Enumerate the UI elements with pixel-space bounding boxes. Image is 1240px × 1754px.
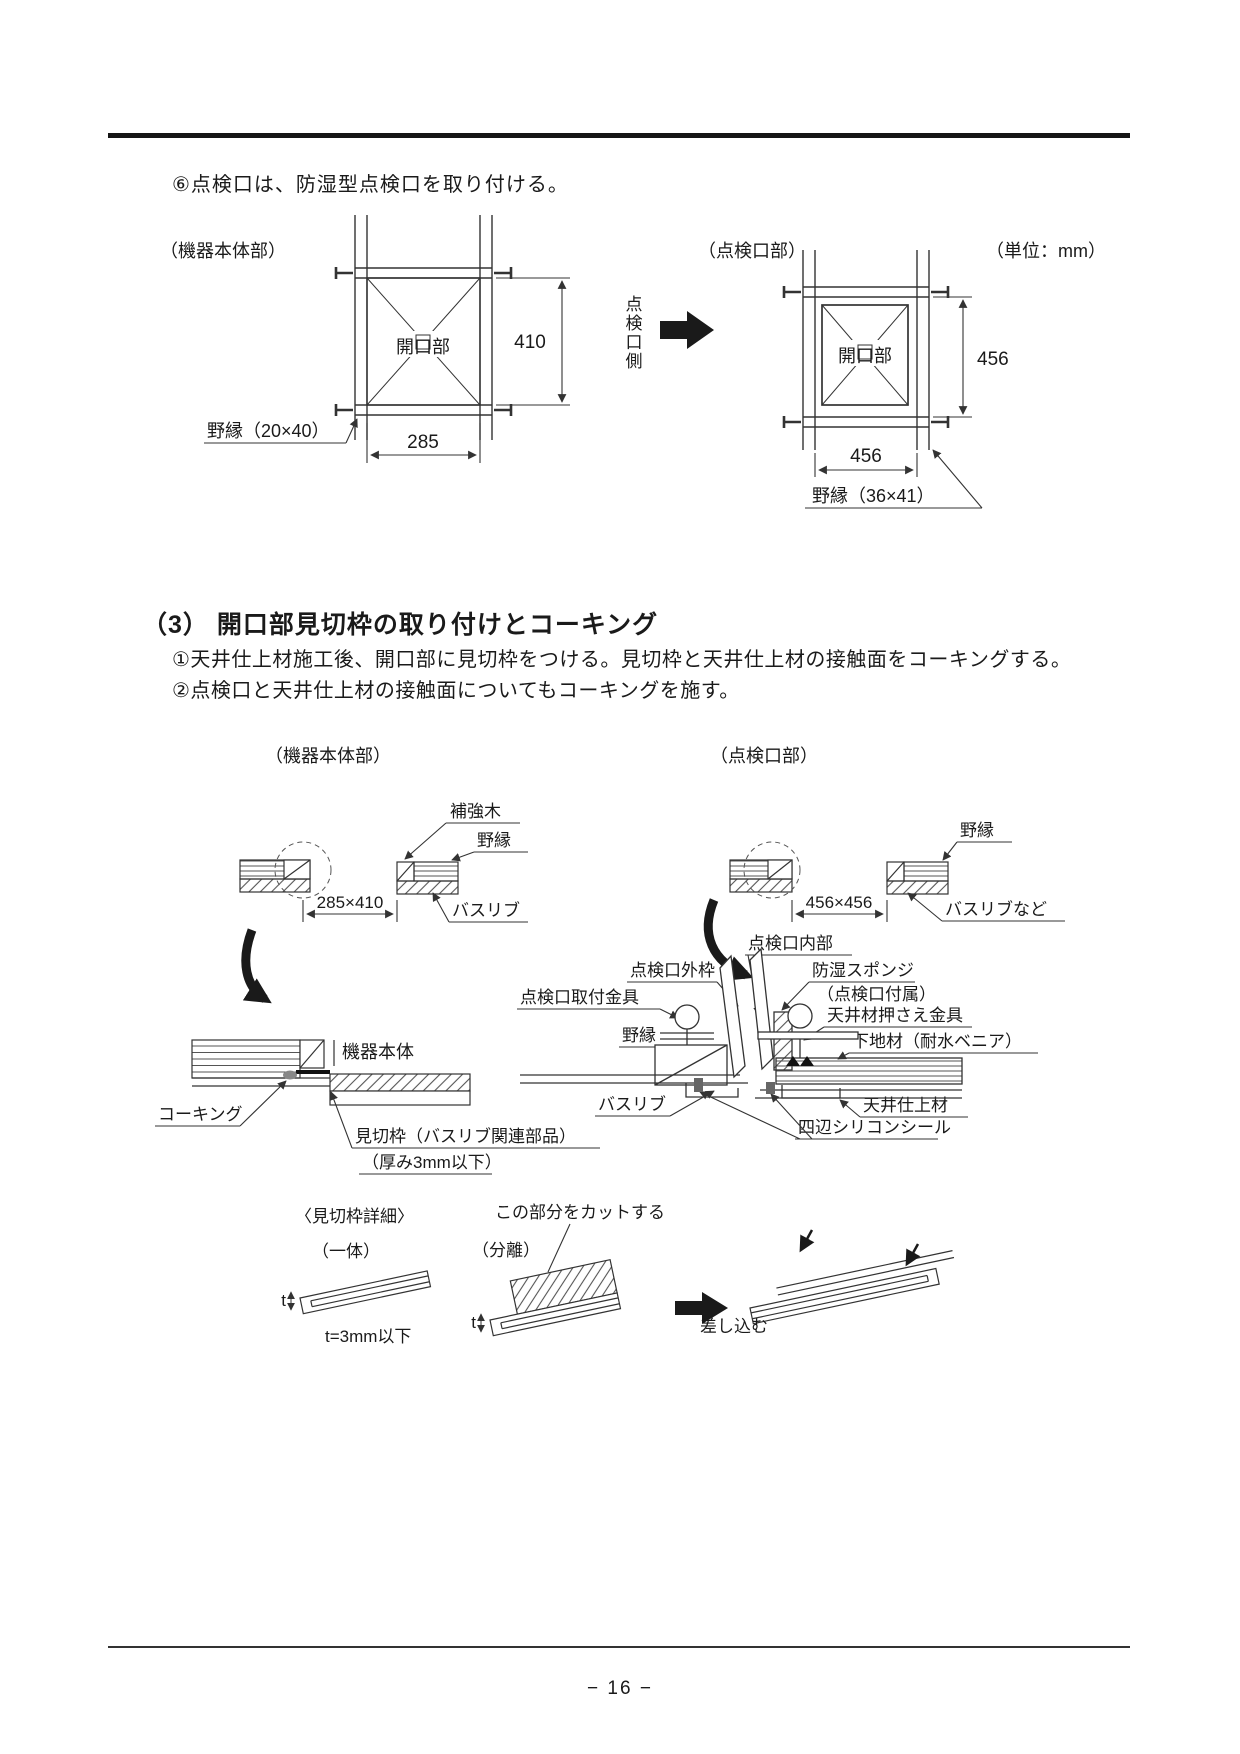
ceiling-finish-label: 天井仕上材 xyxy=(863,1096,948,1115)
machine-height-dim: 410 xyxy=(514,332,546,353)
machine-opening-dim: 285×410 xyxy=(317,893,384,912)
step-2: ②点検口と天井仕上材の接触面についてもコーキングを施す。 xyxy=(172,680,740,702)
reinforcement-label: 補強木 xyxy=(450,802,501,821)
insert-arrow-2 xyxy=(905,1243,921,1267)
port-right-block xyxy=(886,861,949,895)
section-title: 開口部見切枠の取り付けとコーキング xyxy=(216,611,659,639)
port-opening-rect xyxy=(821,304,909,406)
curved-arrow-right xyxy=(703,898,754,981)
machine-frame-drawing xyxy=(334,215,513,440)
port-opening-center-square xyxy=(857,344,873,360)
holder-bracket-label: 天井材押さえ金具 xyxy=(827,1006,963,1025)
sponge-label-line1: 防湿スポンジ xyxy=(812,961,914,980)
separated-profile-drawing xyxy=(489,1259,622,1337)
unit-note: （単位：mm） xyxy=(986,241,1106,261)
separated-label: （分離） xyxy=(472,1241,540,1260)
caulking-installation-diagram: （機器本体部） （点検口部） 補強木 野縁 xyxy=(155,746,1065,1346)
port-leader-lines xyxy=(517,954,1038,1140)
machine-frame-ticks xyxy=(334,267,513,416)
cut-note-label: この部分をカットする xyxy=(495,1203,665,1222)
port-cross-section-group: 野縁 xyxy=(517,821,1065,1140)
united-profile-drawing xyxy=(299,1270,432,1315)
t-label-united: t xyxy=(281,1291,286,1310)
machine-section-title: （機器本体部） xyxy=(160,241,286,261)
detail-title: 〈見切枠詳細〉 xyxy=(295,1207,414,1226)
direction-label: 点検口側 xyxy=(623,295,643,371)
inner-frame-label: 点検口内部 xyxy=(748,934,833,953)
step-1: ①天井仕上材施工後、開口部に見切枠をつける。見切枠と天井仕上材の接触面をコーキン… xyxy=(172,649,1072,671)
machine-batten-label: 野縁（20×40） xyxy=(207,421,330,441)
section-number: （3） xyxy=(142,611,209,639)
bathlip-etc-label: バスリブなど xyxy=(945,899,1047,919)
port-width-dim: 456 xyxy=(850,446,882,467)
curved-arrow-left xyxy=(241,928,272,1004)
machine-opening-label: 開口部 xyxy=(396,337,450,357)
bathlip-label-left: バスリブ xyxy=(452,900,520,920)
top-rule xyxy=(108,133,1130,138)
port-assembly-drawing xyxy=(520,947,963,1099)
frame-note-line2: （厚み3mm以下） xyxy=(362,1153,502,1172)
port-frame-ticks xyxy=(782,286,950,428)
intro-note: ⑥点検口は、防湿型点検口を取り付ける。 xyxy=(172,174,569,196)
frame-detail-group: 〈見切枠詳細〉 この部分をカットする （一体） （分離） t t=3mm以下 xyxy=(281,1203,955,1346)
section-heading: （3）開口部見切枠の取り付けとコーキング xyxy=(142,605,658,641)
machine-width-dim: 285 xyxy=(407,432,439,453)
port-batten-label: 野縁（36×41） xyxy=(812,486,935,506)
silicone-seal-label: 四辺シリコンシール xyxy=(798,1118,951,1137)
opening-size-diagram: （機器本体部） （点検口部） （単位：mm） 開口部 xyxy=(160,215,1106,509)
bottom-rule xyxy=(108,1646,1130,1648)
port-frame-drawing xyxy=(782,250,950,450)
thickness-note: t=3mm以下 xyxy=(325,1327,411,1346)
cut-note-leader xyxy=(547,1223,571,1273)
bathlip-label-right: バスリブ xyxy=(598,1094,666,1114)
machine-opening-center-square xyxy=(415,334,431,350)
batten-label-top-right: 野縁 xyxy=(960,821,994,840)
port-dim-lines xyxy=(805,296,983,509)
machine-opening-dim-lines xyxy=(302,900,398,922)
mount-bracket-label: 点検口取付金具 xyxy=(520,988,639,1007)
port-opening-dim: 456×456 xyxy=(806,893,873,912)
right-arrow-icon xyxy=(660,311,714,349)
silicone-seal-left xyxy=(694,1078,703,1092)
base-material-label: 下地材（耐水ベニア） xyxy=(852,1032,1022,1051)
machine-dim-lines xyxy=(204,277,570,463)
lower-machine-title: （機器本体部） xyxy=(265,746,391,766)
machine-right-block xyxy=(396,861,459,895)
port-opening-dim-lines xyxy=(791,900,888,922)
port-section-title: （点検口部） xyxy=(698,241,806,261)
silicone-seal-right xyxy=(766,1082,775,1094)
assembled-profile-drawing xyxy=(749,1250,955,1325)
machine-left-block xyxy=(239,859,311,893)
batten-label-left: 野縁 xyxy=(477,831,511,850)
machine-caulking-detail: 機器本体 コーキング 見切枠（バスリブ関連部品） （厚み3mm以下） xyxy=(155,1039,600,1175)
port-left-block xyxy=(729,859,793,893)
insert-note-label: 差し込む xyxy=(700,1317,768,1336)
transform-arrow-icon xyxy=(675,1292,728,1324)
machine-body-label: 機器本体 xyxy=(342,1042,414,1062)
machine-cross-section-group: 補強木 野縁 xyxy=(155,802,600,1175)
t-label-separated: t xyxy=(471,1313,476,1332)
insert-arrow-1 xyxy=(799,1229,815,1253)
batten-label-right: 野縁 xyxy=(622,1026,656,1045)
frame-note-line1: 見切枠（バスリブ関連部品） xyxy=(355,1126,576,1146)
page-number: − 16 − xyxy=(587,1678,653,1699)
caulking-bead xyxy=(283,1070,297,1080)
port-opening-label: 開口部 xyxy=(838,346,892,366)
sponge-label-line2: （点検口付属） xyxy=(817,985,936,1004)
united-label: （一体） xyxy=(312,1242,380,1261)
detail-focus-circle-right xyxy=(743,841,801,899)
caulking-label: コーキング xyxy=(158,1105,243,1124)
lower-port-title: （点検口部） xyxy=(710,746,818,766)
holder-foot-right xyxy=(800,1056,814,1066)
port-height-dim: 456 xyxy=(977,349,1009,370)
outer-frame-label: 点検口外枠 xyxy=(630,961,715,980)
machine-opening-rect xyxy=(366,277,481,406)
detail-focus-circle-left xyxy=(274,841,332,899)
holder-foot-left xyxy=(786,1056,800,1066)
